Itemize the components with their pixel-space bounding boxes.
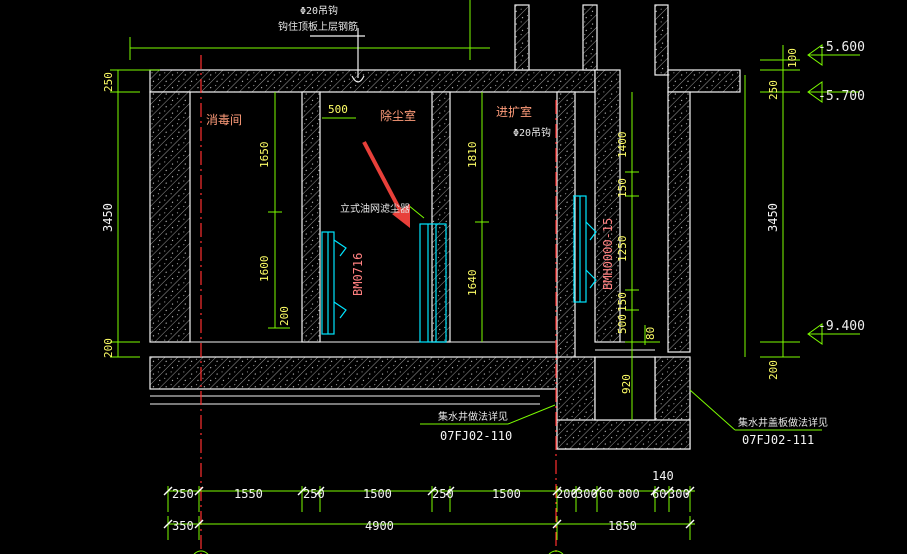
dim-far-250: 250 — [767, 80, 780, 100]
dim-room2-500: 500 — [328, 103, 348, 116]
note-hanger-top-sub: 钩住顶板上层钢筋 — [278, 20, 358, 33]
elevation-marker-top2 — [807, 81, 823, 103]
wall-room3-right — [556, 91, 576, 393]
dim-right-80: 80 — [644, 327, 657, 340]
door-label-right: BMH0000-15 — [601, 218, 615, 290]
far-right-wall — [667, 91, 691, 353]
dim-far-3450: 3450 — [766, 203, 780, 232]
wall-room1-room2 — [301, 91, 321, 343]
dim-left-250: 250 — [102, 72, 115, 92]
dim-right-920: 920 — [620, 374, 633, 394]
dim-room1-1650: 1650 — [258, 142, 271, 169]
note-hanger-top: Φ20吊钩 — [300, 5, 338, 17]
top-slab — [149, 69, 596, 93]
shaft-right-wall — [582, 4, 598, 71]
dim-bottom-250a: 250 — [172, 487, 194, 501]
elevation-bottom: -9.400 — [818, 319, 865, 334]
dim-room1-200: 200 — [278, 306, 291, 326]
dim-bottom-1550: 1550 — [234, 487, 263, 501]
right-slab — [667, 69, 741, 93]
axis-bubble-right — [548, 550, 564, 554]
room-label-entry: 进扩室 — [496, 104, 532, 119]
elevation-top1: -5.600 — [818, 40, 865, 55]
dim-bottom-250c: 250 — [432, 487, 454, 501]
dim-bottom-1500a: 1500 — [363, 487, 392, 501]
dim-bottom-300a: 300 — [576, 487, 598, 501]
dim-room1-1600: 1600 — [258, 256, 271, 283]
wall-room2-room3 — [431, 91, 451, 343]
filter-unit — [419, 223, 447, 343]
dim-bottom-60a: 60 — [599, 487, 613, 501]
sump-pit — [594, 356, 656, 421]
dim-total-4900: 4900 — [365, 519, 394, 533]
elevation-top2: -5.700 — [818, 89, 865, 104]
axis-bubble-left — [193, 550, 209, 554]
dim-left-3450: 3450 — [101, 203, 115, 232]
dimension-ticks — [163, 486, 695, 529]
dim-far-200: 200 — [767, 360, 780, 380]
dim-bottom-1500b: 1500 — [492, 487, 521, 501]
annotation-arrow — [362, 141, 410, 228]
dim-bottom-300b: 300 — [668, 487, 690, 501]
shaft-left-wall — [514, 4, 530, 71]
elevation-marker-top1 — [807, 44, 823, 66]
note-filter: 立式油网滤尘器 — [340, 202, 410, 215]
dim-bottom-60b: 60 — [652, 487, 666, 501]
dim-far-100: 100 — [786, 48, 799, 68]
dim-right-1250: 1250 — [616, 236, 629, 263]
note-hanger-right: Φ20吊钩 — [513, 127, 551, 139]
door-label-left: BM0716 — [351, 253, 365, 296]
dim-bottom-800: 800 — [618, 487, 640, 501]
dim-right-150b: 150 — [616, 292, 629, 312]
note-sump-left-ref: 07FJ02-110 — [440, 429, 512, 443]
dim-bottom-140: 140 — [652, 469, 674, 483]
note-sump-left: 集水井做法详见 — [438, 410, 508, 423]
dim-right-1400: 1400 — [616, 132, 629, 159]
elevation-markers — [807, 44, 823, 345]
right-outer-wall — [594, 69, 621, 343]
hanger-hook-top — [310, 28, 365, 83]
dim-room3-1810: 1810 — [466, 142, 479, 169]
left-outer-wall — [149, 91, 191, 343]
note-sump-right-ref: 07FJ02-111 — [742, 433, 814, 447]
elevation-marker-bottom — [807, 323, 823, 345]
room-label-dust-removal: 除尘室 — [380, 108, 416, 123]
room-label-disinfection: 消毒间 — [206, 113, 242, 127]
note-sump-right: 集水井盖板做法详见 — [738, 416, 828, 429]
axis-lines — [200, 55, 557, 554]
dim-right-150a: 150 — [616, 178, 629, 198]
dim-room3-1640: 1640 — [466, 270, 479, 297]
dim-bottom-250b: 250 — [303, 487, 325, 501]
dim-total-350: 350 — [172, 519, 194, 533]
dim-bottom-200: 200 — [556, 487, 578, 501]
shaft-far-wall-1 — [654, 4, 669, 76]
sump-bottom — [556, 419, 691, 450]
wall-structure — [149, 4, 741, 450]
dim-total-1850: 1850 — [608, 519, 637, 533]
dim-left-200: 200 — [102, 338, 115, 358]
bottom-slab — [149, 356, 558, 390]
equipment — [321, 195, 597, 343]
dim-right-500: 500 — [616, 314, 629, 334]
